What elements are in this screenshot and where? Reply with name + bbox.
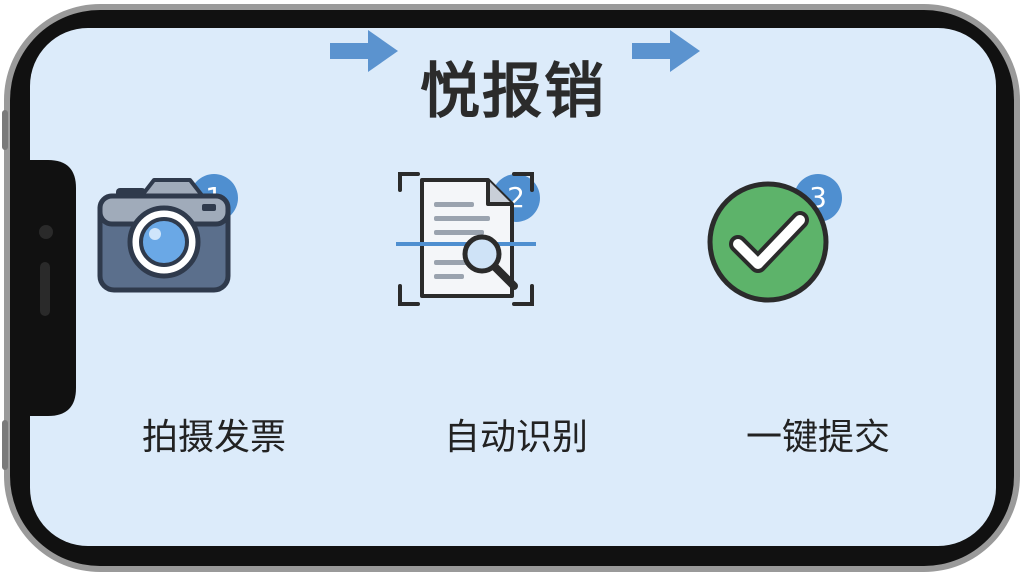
step-label: 自动识别 — [443, 417, 588, 458]
arrow-right-icon — [632, 30, 700, 72]
camera-icon — [97, 178, 231, 293]
step-one-click-submit[interactable]: 3 一键提交 — [698, 168, 938, 488]
arrow-right-icon — [330, 30, 398, 72]
step-auto-recognize[interactable]: 2 自动识别 — [396, 168, 636, 488]
step-label: 拍摄发票 — [141, 417, 286, 458]
checkmark-circle-icon — [707, 181, 829, 303]
step-label: 一键提交 — [745, 417, 890, 458]
step-capture-invoice[interactable]: 1 拍摄发票 — [94, 168, 334, 488]
app-screen: 悦报销 1 拍摄发票 2 — [30, 28, 996, 546]
document-scan-icon — [396, 172, 536, 306]
app-title: 悦报销 — [420, 57, 606, 127]
